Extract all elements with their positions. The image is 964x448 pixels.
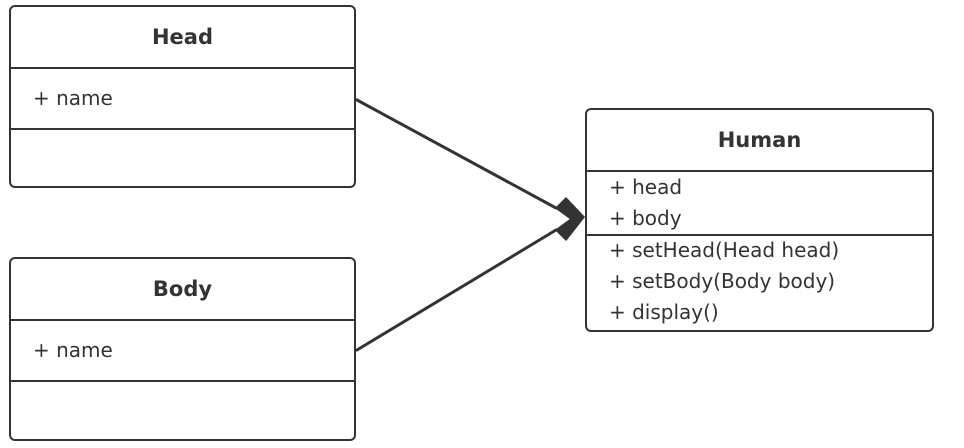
class-body-name: Body xyxy=(11,259,354,321)
class-human-operation-display: + display() xyxy=(609,300,719,324)
class-head-name: Head xyxy=(11,7,354,69)
composition-line-body-human xyxy=(355,228,558,352)
class-head-attributes: + name xyxy=(11,69,354,130)
composition-diamond-head-icon xyxy=(555,197,585,220)
class-human-attribute-head: + head xyxy=(609,175,683,199)
class-head-operations xyxy=(11,130,354,186)
class-human-attributes: + head + body xyxy=(587,172,932,236)
class-body-attribute-name: + name xyxy=(33,338,113,362)
class-human-operation-set-head: + setHead(Head head) xyxy=(609,238,840,262)
composition-diamond-body-icon xyxy=(555,216,585,241)
class-human-attribute-body: + body xyxy=(609,206,682,230)
class-human-operation-set-body: + setBody(Body body) xyxy=(609,269,836,293)
class-body-operations xyxy=(11,382,354,439)
class-human-name: Human xyxy=(587,110,932,172)
class-head[interactable]: Head + name xyxy=(9,5,356,188)
class-body[interactable]: Body + name xyxy=(9,257,356,441)
class-human-operations: + setHead(Head head) + setBody(Body body… xyxy=(587,236,932,330)
class-body-attributes: + name xyxy=(11,321,354,382)
class-human[interactable]: Human + head + body + setHead(Head head)… xyxy=(585,108,934,332)
composition-line-head-human xyxy=(355,98,558,210)
class-head-attribute-name: + name xyxy=(33,86,113,110)
